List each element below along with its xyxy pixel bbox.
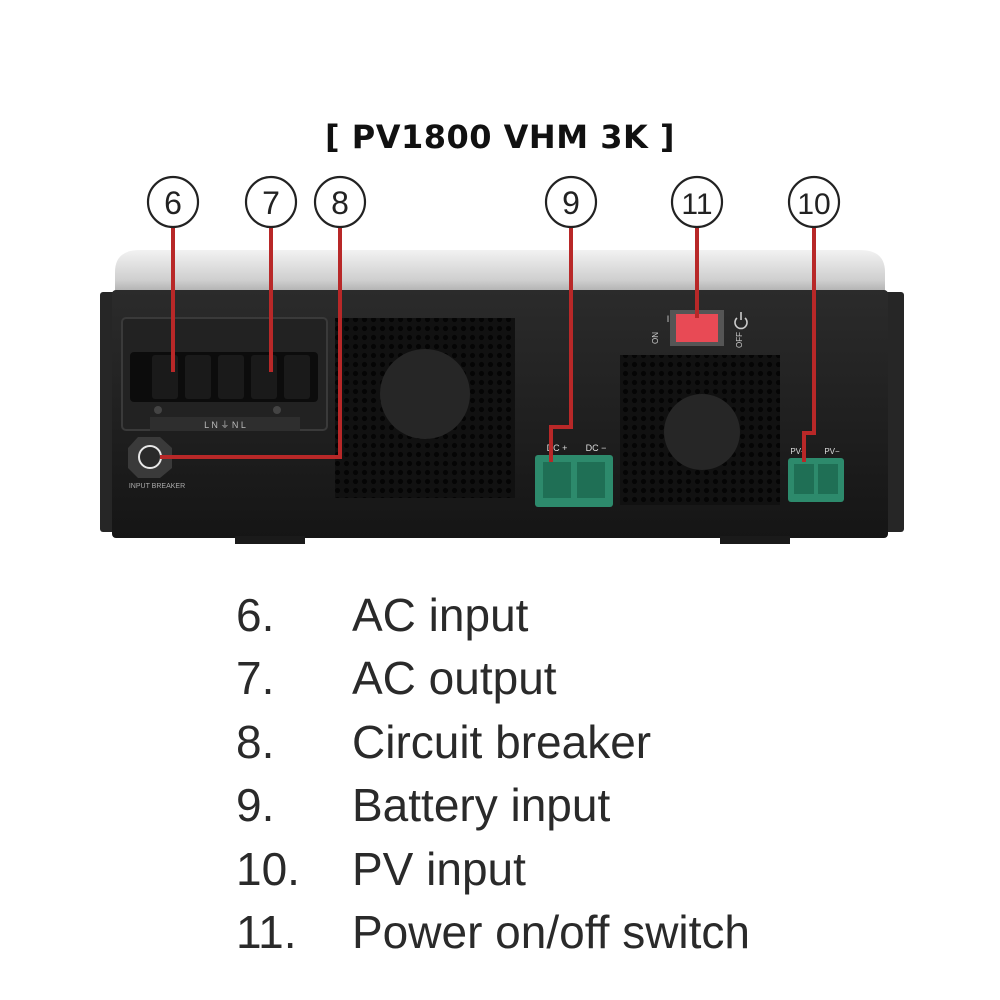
- battery-terminal-minus: [577, 462, 605, 498]
- screw: [273, 406, 281, 414]
- left-fan-hub: [380, 349, 470, 439]
- callout-10: 10: [787, 175, 841, 229]
- switch-on-mark: I: [667, 314, 670, 324]
- callout-7-number: 7: [262, 185, 280, 221]
- right-flange: [884, 292, 904, 532]
- legend-number: 11.: [236, 906, 297, 959]
- legend-item: 8. Circuit breaker: [236, 710, 750, 774]
- legend-text: AC output: [352, 652, 557, 705]
- battery-terminal-plus: [543, 462, 571, 498]
- callout-6-number: 6: [164, 185, 182, 221]
- dc-plus-label: DC +: [547, 443, 568, 453]
- legend-item: 7. AC output: [236, 647, 750, 711]
- legend-item: 9. Battery input: [236, 774, 750, 838]
- inverter-rear-panel-diagram: L N ⏚ N L INPUT BREAKER DC + DC − ON I O…: [100, 175, 904, 544]
- right-fan-hub: [664, 394, 740, 470]
- pv-terminal-plus: [794, 464, 814, 494]
- switch-off-label: OFF: [735, 332, 744, 348]
- callout-8: 8: [313, 175, 367, 229]
- legend-text: Power on/off switch: [352, 906, 751, 959]
- terminal-slot: [284, 355, 310, 399]
- callout-7: 7: [244, 175, 298, 229]
- leader-lines: [160, 224, 816, 462]
- legend-item: 6. AC input: [236, 583, 750, 647]
- legend-number: 8.: [236, 715, 275, 768]
- power-switch-rocker[interactable]: [676, 314, 718, 342]
- legend-text: AC input: [352, 588, 529, 641]
- right-foot: [720, 536, 790, 544]
- switch-on-label: ON: [651, 332, 660, 344]
- input-breaker-button[interactable]: [138, 445, 162, 469]
- callout-11: 11: [670, 175, 724, 229]
- pv-terminal-minus: [818, 464, 838, 494]
- callout-9: 9: [544, 175, 598, 229]
- callout-9-number: 9: [562, 185, 580, 221]
- legend-text: PV input: [352, 842, 526, 895]
- legend-text: Battery input: [352, 779, 611, 832]
- legend-list: 6. AC input 7. AC output 8. Circuit brea…: [236, 583, 750, 964]
- terminal-block-label: L N ⏚ N L: [204, 420, 246, 430]
- callout-8-number: 8: [331, 185, 349, 221]
- leader-9: [549, 224, 573, 462]
- legend-item: 11. Power on/off switch: [236, 901, 750, 965]
- top-cover: [115, 250, 885, 300]
- terminal-slot: [251, 355, 277, 399]
- legend-number: 7.: [236, 652, 275, 705]
- leader-8: [160, 224, 342, 459]
- dc-minus-label: DC −: [586, 443, 607, 453]
- legend-item: 10. PV input: [236, 837, 750, 901]
- legend-number: 10.: [236, 842, 300, 895]
- screw: [154, 406, 162, 414]
- left-foot: [235, 536, 305, 544]
- terminal-slot: [185, 355, 211, 399]
- legend-number: 6.: [236, 588, 275, 641]
- legend-number: 9.: [236, 779, 275, 832]
- callout-11-number: 11: [681, 188, 712, 221]
- terminal-label-strip: [150, 417, 300, 431]
- leader-10: [802, 224, 816, 462]
- legend-text: Circuit breaker: [352, 715, 652, 768]
- diagram-title: [ PV1800 VHM 3K ]: [324, 118, 676, 156]
- input-breaker-label: INPUT BREAKER: [129, 483, 185, 490]
- pv-plus-label: PV+: [790, 447, 806, 456]
- pv-minus-label: PV−: [824, 447, 840, 456]
- callout-10-number: 10: [797, 188, 830, 221]
- callout-6: 6: [146, 175, 200, 229]
- power-symbol-icon: [734, 312, 748, 330]
- terminal-slot: [218, 355, 244, 399]
